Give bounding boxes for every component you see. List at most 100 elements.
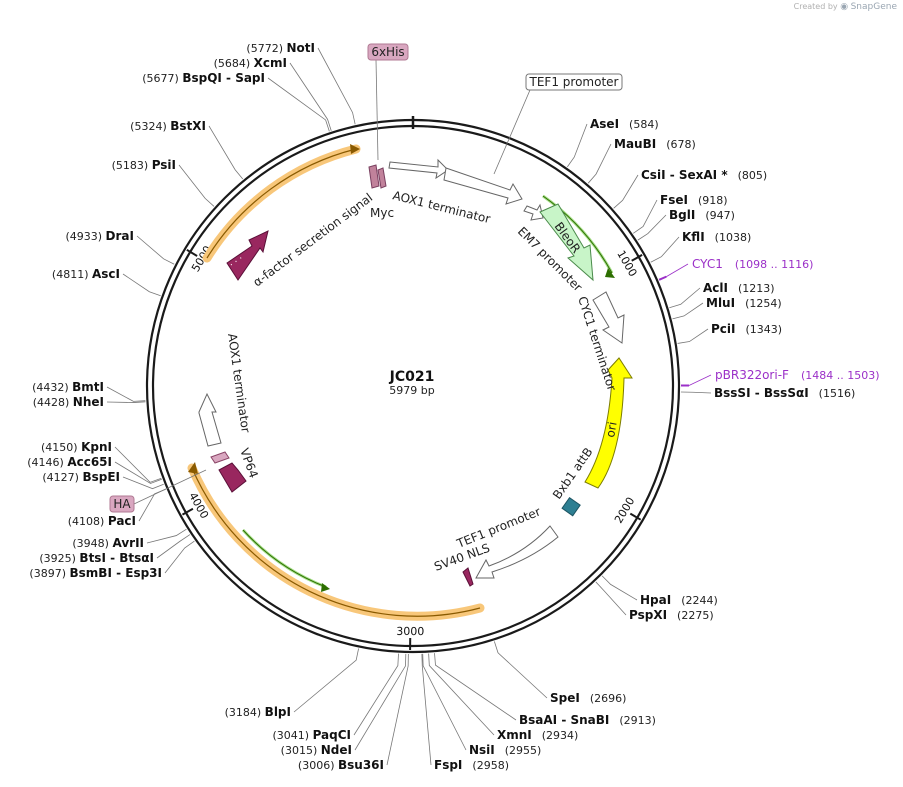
site-leader-line (680, 391, 712, 394)
site-leader-line (421, 653, 432, 766)
ha-callout: HA (109, 469, 207, 513)
tef1-promoter-callout: TEF1 promoter (493, 73, 623, 175)
tick-label: 3000 (396, 625, 424, 638)
aox1-terminator-top-arrow (388, 158, 449, 180)
site-leader-line (317, 47, 356, 125)
sv40-nls-arrow (462, 567, 474, 587)
restriction-site-label: (4146) Acc65I (27, 455, 112, 469)
restriction-site-label: (4150) KpnI (41, 440, 112, 454)
site-leader-line (669, 287, 701, 309)
site-leader-line (633, 199, 658, 234)
restriction-site-label: PspXI(2275) (629, 608, 714, 622)
tef1-promoter-top-label: TEF1 promoter (529, 75, 619, 89)
site-leader-line (422, 653, 467, 751)
primer-label: CYC1(1098 .. 1116) (692, 257, 813, 271)
site-leader-line (493, 641, 548, 699)
credit-prefix: Created by (793, 2, 838, 11)
site-leader-line (637, 214, 667, 241)
feature-label-ori: ori (603, 421, 619, 439)
bleor-orf-core (542, 195, 613, 274)
site-leader-line (178, 164, 215, 207)
restriction-site-label: BsaAI - SnaBI(2913) (519, 713, 656, 727)
restriction-site-label: (3015) NdeI (281, 743, 352, 757)
site-leader-line (595, 581, 627, 616)
alpha-factor-arrow (226, 230, 269, 281)
restriction-site-label: (3925) BtsI - BtsαI (39, 551, 154, 565)
restriction-site-label: SpeI(2696) (550, 691, 626, 705)
orf-inner-core-bottom (242, 529, 327, 588)
restriction-site-label: (4933) DraI (65, 229, 134, 243)
restriction-site-label: (4811) AscI (52, 267, 120, 281)
tef1-promoter-bottom-arrow (475, 525, 559, 579)
restriction-site-label: (3948) AvrII (72, 536, 144, 550)
cyc1-terminator-arrow (592, 291, 625, 344)
bleor-arrow (539, 203, 594, 282)
site-leader-line (289, 62, 332, 131)
site-leader-line (106, 386, 146, 402)
restriction-site-label: NsiI(2955) (469, 743, 541, 757)
site-leader-line (672, 302, 704, 320)
site-leader-line (428, 653, 495, 736)
tick-mark (186, 248, 198, 257)
restriction-site-label: (5324) BstXI (130, 119, 206, 133)
site-leader-line (601, 575, 638, 601)
site-leader-line (122, 476, 164, 490)
primer-mark (658, 275, 667, 281)
restriction-site-label: PciI(1343) (711, 322, 782, 336)
restriction-site-label: (5772) NotI (246, 41, 315, 55)
restriction-site-label: FspI(2958) (434, 758, 509, 772)
orf-line-bottom (191, 467, 481, 617)
primer-marks: CYC1(1098 .. 1116) pBR322ori-F(1484 .. 15… (658, 257, 880, 387)
restriction-site-label: (4127) BspEI (42, 470, 120, 484)
restriction-site-label: (3041) PaqCI (272, 728, 351, 742)
site-leader-line (208, 125, 244, 180)
tick-label: 2000 (612, 495, 637, 526)
site-leader-line (136, 235, 175, 265)
bleor-orf-arrowhead (605, 268, 615, 278)
site-leader-line (434, 653, 517, 721)
plasmid-size: 5979 bp (389, 384, 434, 397)
snapgene-logo-icon: ◉ (840, 2, 849, 12)
restriction-site-label: (3006) Bsu36I (298, 758, 384, 772)
site-leader-line (122, 273, 161, 297)
restriction-site-label: FseI(918) (660, 193, 728, 207)
site-leader-line (114, 461, 162, 484)
restriction-site-label: BssSI - BssSαI(1516) (714, 386, 855, 400)
primer-label: pBR322ori-F(1484 .. 1503) (715, 368, 880, 382)
restriction-site-label: (4432) BmtI (32, 380, 104, 394)
credit-brand: SnapGene (850, 2, 897, 12)
restriction-site-label: AseI(584) (590, 117, 659, 131)
orf-line-top (206, 148, 357, 259)
site-leader-line (114, 446, 162, 483)
restriction-site-label: HpaI(2244) (640, 593, 718, 607)
site-leader-line (386, 653, 409, 766)
orf-inner-arrowhead-bottom (321, 583, 330, 592)
restriction-site-label: MluI(1254) (706, 296, 782, 310)
orf-arrowhead-top (350, 144, 360, 154)
restriction-site-label: (4428) NheI (33, 395, 104, 409)
em7-promoter-arrow (523, 203, 544, 221)
restriction-site-label: CsiI - SexAI *(805) (641, 168, 767, 182)
restriction-site-label: (5183) PsiI (112, 158, 176, 172)
restriction-site-label: (3897) BsmBI - Esp3I (29, 566, 162, 580)
orf-highlight-bottom (187, 463, 485, 621)
restriction-site-label: AclI(1213) (703, 281, 775, 295)
site-leader-line (146, 528, 187, 544)
6xhis-label: 6xHis (371, 45, 404, 59)
site-leader-line (293, 648, 359, 713)
myc-tag-a (368, 164, 380, 189)
site-leader-line (567, 123, 588, 168)
tick-mark (631, 253, 643, 262)
vp64-arrow (218, 462, 247, 493)
restriction-site-label: (3184) BlpI (225, 705, 291, 719)
restriction-sites: AseI(584)MauBI(678)CsiI - SexAI *(805)Fs… (27, 41, 855, 772)
restriction-site-label: XmnI(2934) (497, 728, 578, 742)
ha-segment (210, 451, 230, 464)
tick-mark (181, 507, 194, 516)
snapgene-credit: Created by ◉ SnapGene (794, 2, 897, 12)
restriction-site-label: (4108) PacI (68, 514, 136, 528)
bxb1-attb-box (561, 496, 581, 517)
feature-label-myc: Myc (370, 206, 394, 220)
site-leader-line (164, 540, 195, 574)
primer-leader (666, 263, 689, 277)
